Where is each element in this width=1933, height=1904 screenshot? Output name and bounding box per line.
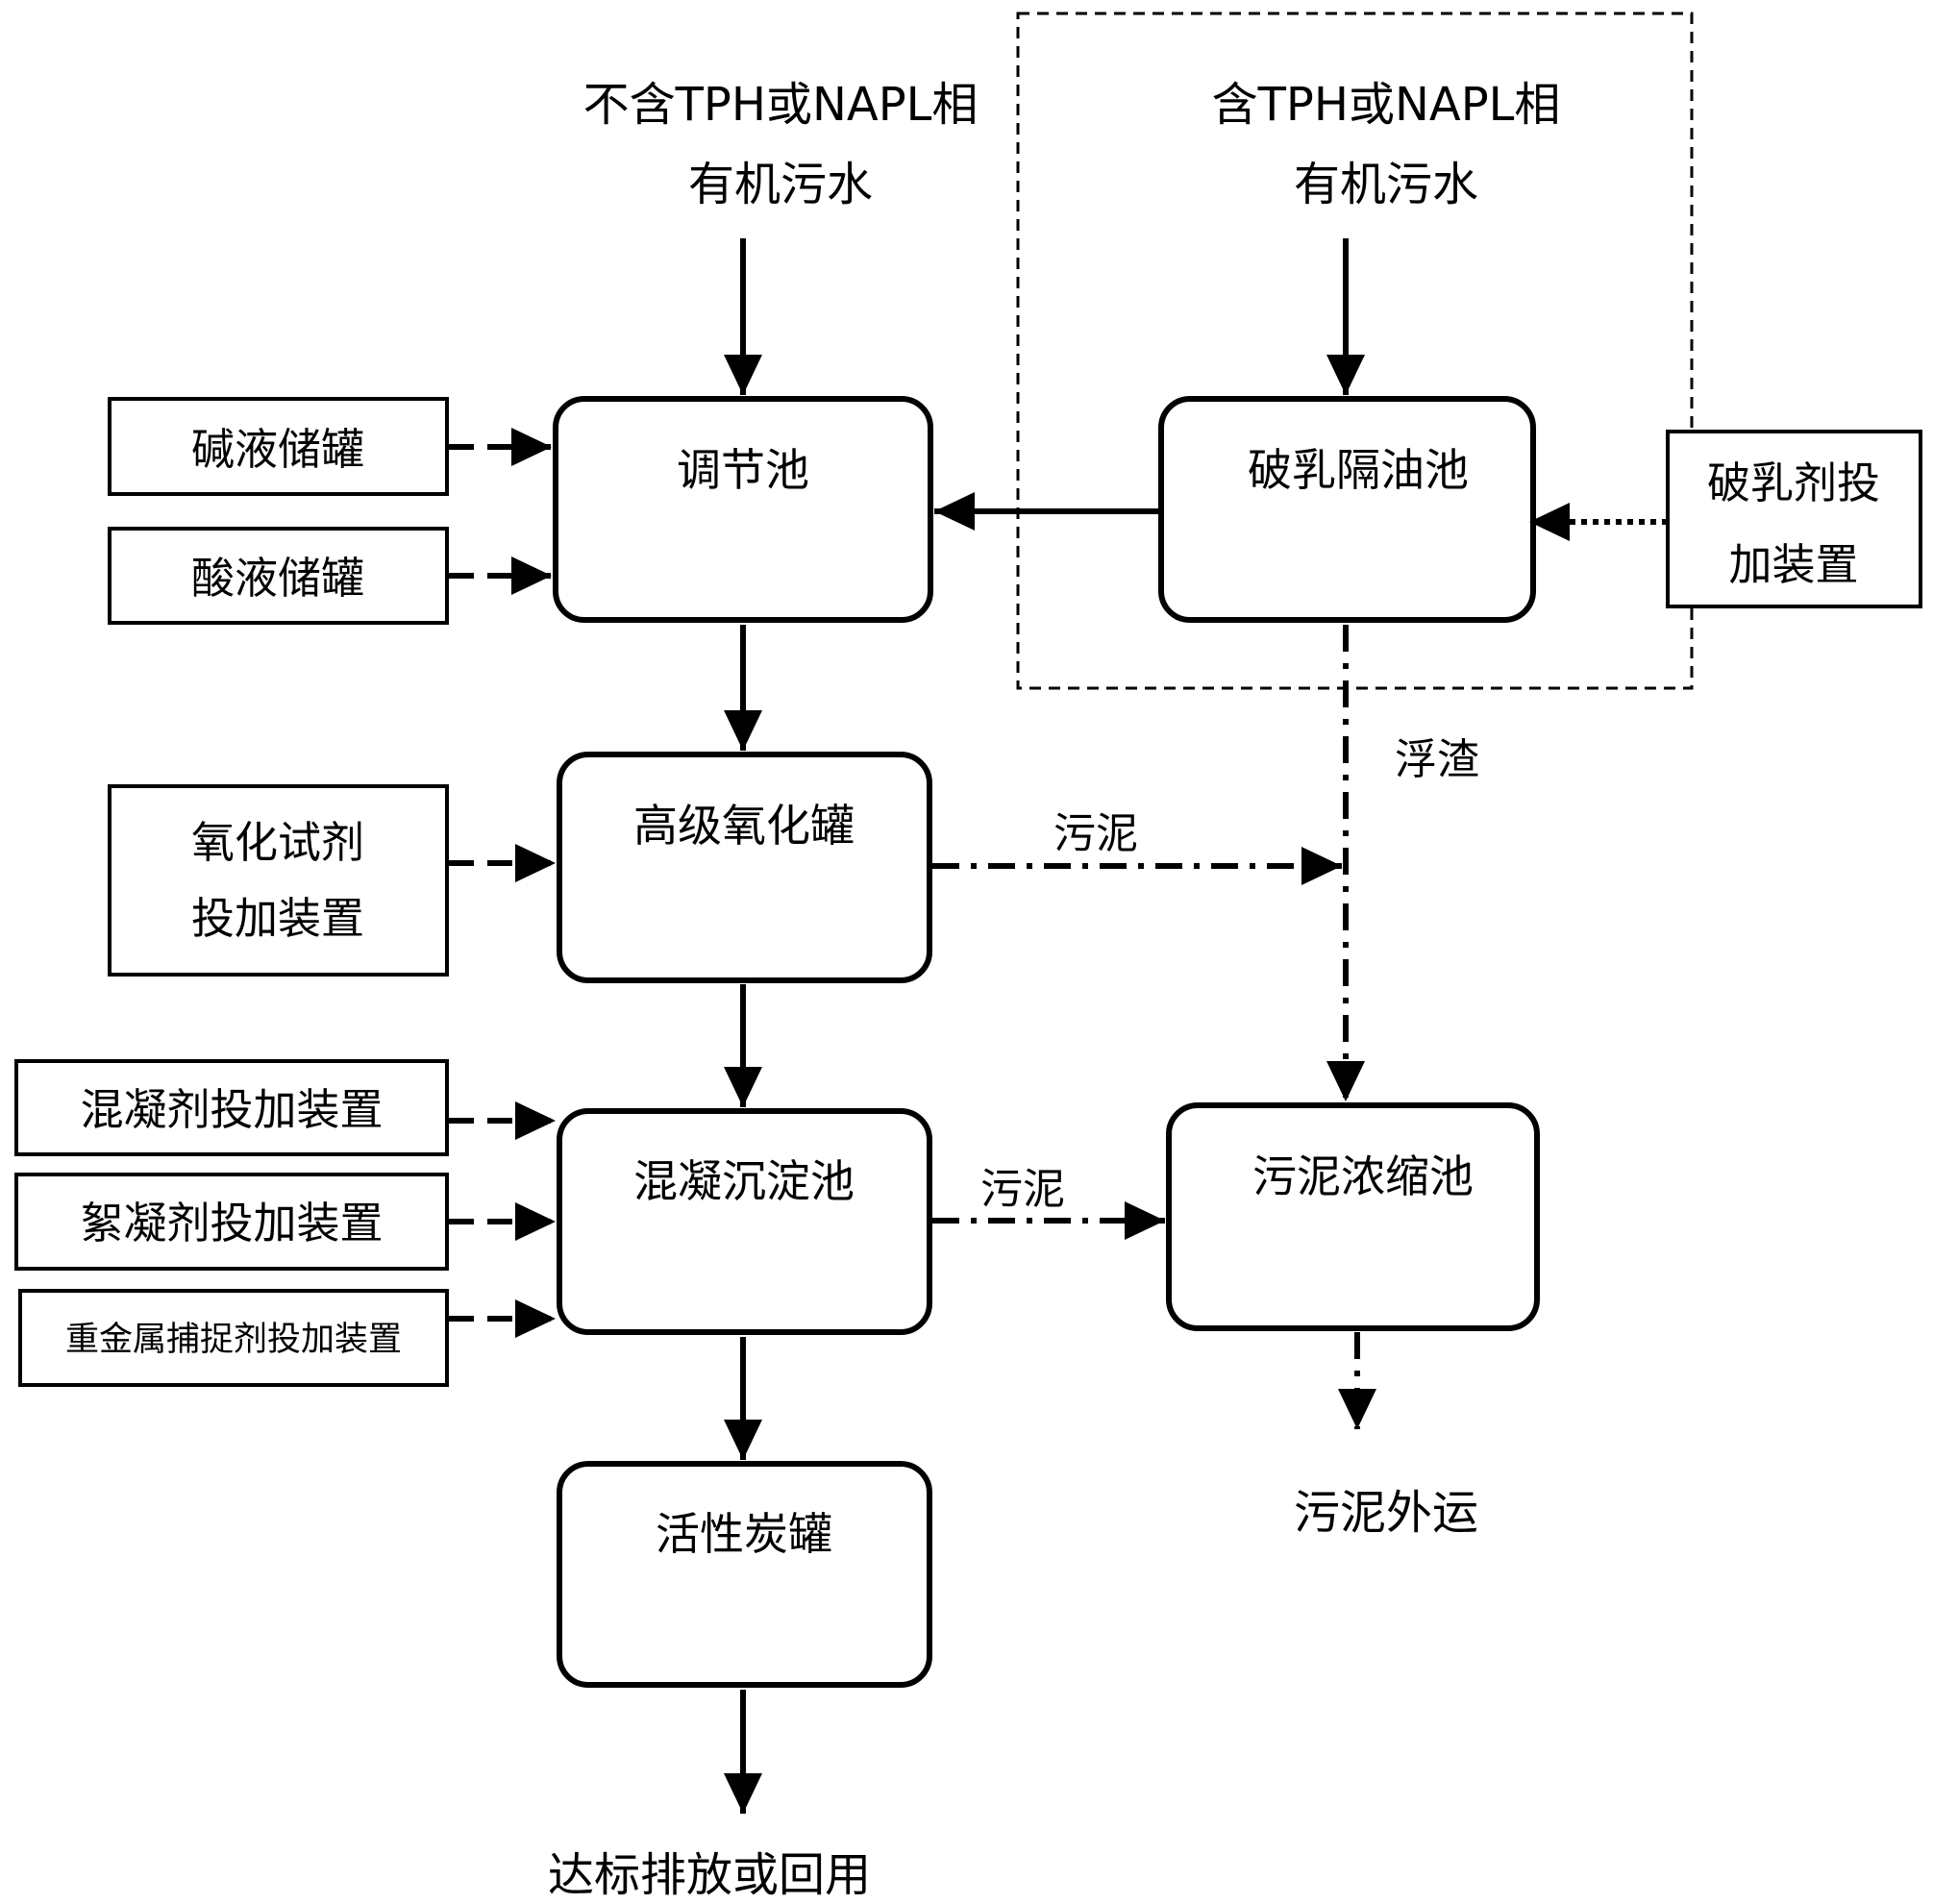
sludge-flow-arrows [932, 625, 1376, 1429]
pretreatment-enclosure [1016, 12, 1694, 690]
heavy-metal-dosing-label: 重金属捕捉剂投加装置 [65, 1321, 402, 1359]
coagulant-dosing-label: 混凝剂投加装置 [80, 1084, 383, 1135]
main-flow-arrows [724, 238, 1365, 1814]
oxidant-dosing-box: 氧化试剂 投加装置 [108, 784, 449, 977]
demulsifier-dosing-line2: 加装置 [1728, 539, 1858, 590]
demulsify-tank-box: 破乳隔油池 [1158, 396, 1536, 623]
input-tph-line2: 有机污水 [1294, 158, 1478, 211]
oxidation-tank-box: 高级氧化罐 [557, 752, 932, 983]
flocculant-dosing-box: 絮凝剂投加装置 [14, 1173, 449, 1271]
sludge-thickener-label: 污泥浓缩池 [1252, 1150, 1474, 1202]
coag-sed-tank-label: 混凝沉淀池 [633, 1155, 855, 1207]
dosing-arrows [449, 428, 556, 1338]
acid-tank-box: 酸液储罐 [108, 527, 449, 625]
alkali-tank-box: 碱液储罐 [108, 397, 449, 496]
acid-tank-label: 酸液储罐 [191, 553, 364, 604]
sludge-oxidation-label: 污泥 [1053, 809, 1138, 858]
sludge-sedimentation-label: 污泥 [980, 1165, 1065, 1214]
carbon-tank-label: 活性炭罐 [656, 1508, 832, 1560]
demulsifier-dosing-box: 破乳剂投 加装置 [1666, 430, 1922, 608]
scum-label: 浮渣 [1395, 735, 1479, 784]
input-tph-line1: 含TPH或NAPL相 [1212, 78, 1561, 132]
oxidant-dosing-line1: 氧化试剂 [191, 817, 364, 868]
heavy-metal-dosing-box: 重金属捕捉剂投加装置 [18, 1289, 449, 1387]
carbon-tank-box: 活性炭罐 [557, 1461, 932, 1688]
input-no-tph-line1: 不含TPH或NAPL相 [583, 78, 979, 132]
flocculant-dosing-label: 絮凝剂投加装置 [80, 1198, 383, 1249]
input-no-tph-line2: 有机污水 [688, 158, 873, 211]
coag-sed-tank-box: 混凝沉淀池 [557, 1108, 932, 1335]
discharge-label: 达标排放或回用 [548, 1848, 871, 1902]
coagulant-dosing-box: 混凝剂投加装置 [14, 1059, 449, 1156]
alkali-tank-label: 碱液储罐 [191, 424, 364, 475]
demulsifier-dosing-line1: 破乳剂投 [1707, 457, 1880, 508]
oxidation-tank-label: 高级氧化罐 [633, 800, 855, 852]
regulating-tank-box: 调节池 [553, 396, 933, 623]
oxidant-dosing-line2: 投加装置 [191, 893, 364, 944]
sludge-thickener-box: 污泥浓缩池 [1166, 1102, 1540, 1331]
regulating-tank-label: 调节池 [677, 444, 809, 496]
demulsify-tank-label: 破乳隔油池 [1248, 444, 1469, 496]
sludge-out-label: 污泥外运 [1294, 1486, 1478, 1540]
